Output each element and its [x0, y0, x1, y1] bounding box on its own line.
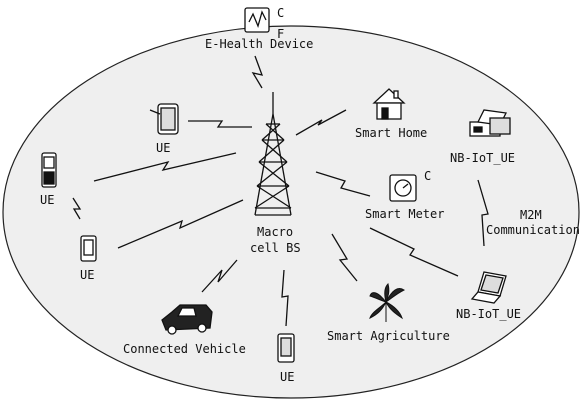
smart-meter-icon — [389, 174, 417, 202]
phone-icon-bottom — [277, 333, 295, 363]
label-ue-top-left: UE — [156, 141, 170, 155]
label-macro-2: cell BS — [250, 241, 301, 255]
phone-icon-left-lower — [80, 235, 97, 262]
label-smart-meter: Smart Meter — [365, 207, 444, 221]
label-m2m-1: M2M — [520, 208, 542, 222]
link-m2m — [477, 179, 489, 247]
label-ue-left-lower: UE — [80, 268, 94, 282]
macro-cell-tower-icon — [254, 92, 292, 216]
link-smart-meter — [315, 171, 371, 197]
label-smart-home: Smart Home — [355, 126, 427, 140]
laptop-icon — [470, 271, 507, 304]
label-ehealth-f: F — [277, 27, 284, 41]
label-smart-agriculture: Smart Agriculture — [327, 329, 450, 343]
plant-icon — [369, 283, 405, 322]
car-icon — [161, 304, 213, 335]
link-vehicle — [201, 259, 238, 293]
phone-icon-left-upper — [41, 152, 57, 188]
label-m2m-2: Communication — [486, 223, 580, 237]
label-connected-vehicle: Connected Vehicle — [123, 342, 246, 356]
link-smart-home — [295, 109, 347, 136]
label-macro-1: Macro — [257, 225, 293, 239]
link-ue-ue — [72, 197, 82, 220]
link-ehealth — [251, 55, 264, 89]
label-smart-meter-c: C — [424, 169, 431, 183]
link-ue-left-lower — [117, 199, 244, 249]
label-ue-left-upper: UE — [40, 193, 54, 207]
link-nbiot-bottom — [369, 227, 459, 277]
label-ehealth: E-Health Device — [205, 37, 313, 51]
house-icon — [372, 88, 406, 120]
wireless-links — [72, 55, 489, 327]
link-ue-top-left — [188, 120, 252, 128]
label-ue-bottom: UE — [280, 370, 294, 384]
ehealth-device-icon — [244, 7, 270, 33]
label-nbiot-ue-top: NB-IoT_UE — [450, 151, 515, 165]
link-ue-left-upper — [93, 152, 237, 182]
link-ue-bottom — [281, 269, 289, 327]
nbiot-device-icon — [469, 109, 511, 137]
tablet-icon — [149, 103, 179, 135]
label-ehealth-c: C — [277, 6, 284, 20]
label-nbiot-ue-bottom: NB-IoT_UE — [456, 307, 521, 321]
link-agriculture — [331, 233, 358, 282]
